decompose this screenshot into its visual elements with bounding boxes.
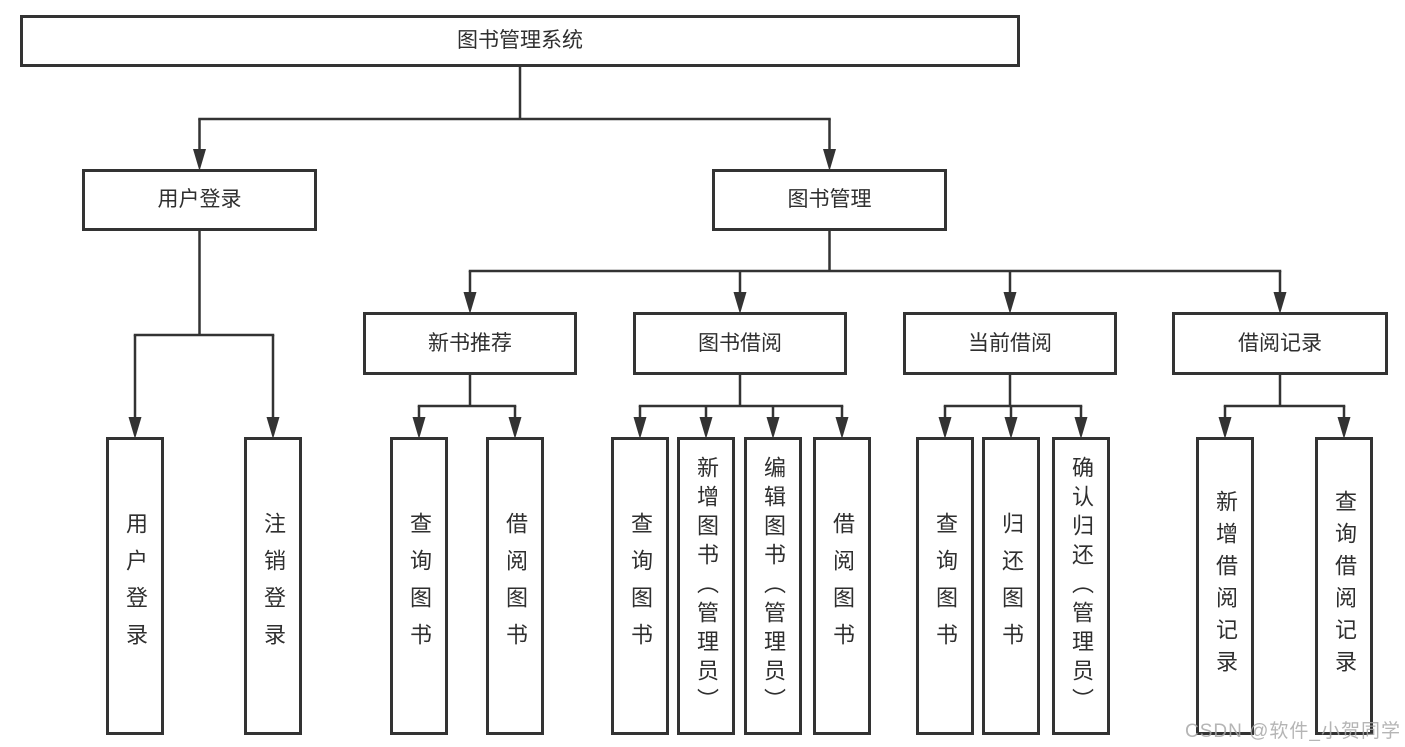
node-br-add: 新增借阅记录	[1196, 437, 1254, 735]
node-nb-query: 查询图书	[390, 437, 448, 735]
node-bb-borrow: 借阅图书	[813, 437, 871, 735]
node-user-login: 用户登录	[82, 169, 317, 231]
node-current-borrow-label: 当前借阅	[968, 331, 1052, 355]
node-book-borrow: 图书借阅	[633, 312, 847, 375]
node-bb-add-label: 新增图书（管理员）	[694, 455, 719, 717]
node-borrow-records-label: 借阅记录	[1238, 331, 1322, 355]
node-root-label: 图书管理系统	[457, 29, 583, 53]
node-current-borrow: 当前借阅	[903, 312, 1117, 375]
node-cb-return-label: 归还图书	[999, 512, 1024, 660]
node-cb-query: 查询图书	[916, 437, 974, 735]
node-cb-confirm-label: 确认归还（管理员）	[1069, 455, 1094, 717]
node-book-borrow-label: 图书借阅	[698, 331, 782, 355]
node-bb-add: 新增图书（管理员）	[677, 437, 735, 735]
node-cb-confirm: 确认归还（管理员）	[1052, 437, 1110, 735]
node-leaf-login: 用户登录	[106, 437, 164, 735]
node-user-login-label: 用户登录	[157, 188, 242, 212]
node-leaf-login-label: 用户登录	[123, 512, 148, 660]
node-bb-borrow-label: 借阅图书	[830, 512, 855, 660]
node-leaf-logout-label: 注销登录	[261, 512, 286, 660]
node-br-query-label: 查询借阅记录	[1332, 490, 1357, 682]
node-book-mgmt: 图书管理	[712, 169, 947, 231]
node-cb-query-label: 查询图书	[933, 512, 958, 660]
node-bb-edit-label: 编辑图书（管理员）	[761, 455, 786, 717]
node-nb-borrow: 借阅图书	[486, 437, 544, 735]
node-bb-query-label: 查询图书	[628, 512, 653, 660]
node-borrow-records: 借阅记录	[1172, 312, 1388, 375]
node-root: 图书管理系统	[20, 15, 1020, 67]
node-bb-query: 查询图书	[611, 437, 669, 735]
node-new-book-rec-label: 新书推荐	[428, 331, 512, 355]
node-bb-edit: 编辑图书（管理员）	[744, 437, 802, 735]
node-nb-query-label: 查询图书	[407, 512, 432, 660]
node-book-mgmt-label: 图书管理	[787, 188, 872, 212]
node-br-query: 查询借阅记录	[1315, 437, 1373, 735]
node-leaf-logout: 注销登录	[244, 437, 302, 735]
node-nb-borrow-label: 借阅图书	[503, 512, 528, 660]
node-new-book-rec: 新书推荐	[363, 312, 577, 375]
node-br-add-label: 新增借阅记录	[1213, 490, 1238, 682]
node-cb-return: 归还图书	[982, 437, 1040, 735]
watermark: CSDN @软件_小贺同学	[1185, 721, 1401, 742]
